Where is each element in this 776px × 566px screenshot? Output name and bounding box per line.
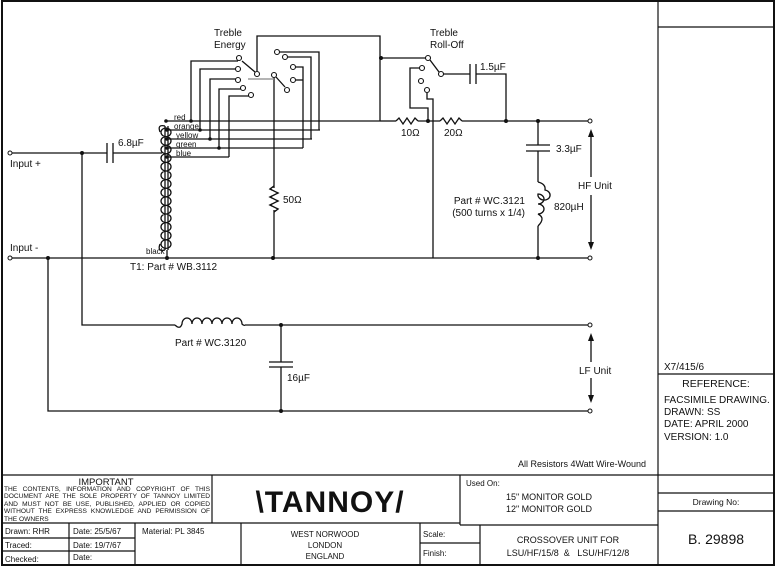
- lf-unit-arrow: [588, 333, 594, 403]
- capacitor-lf-label: 16µF: [287, 373, 310, 384]
- inductor-hf-label: 820µH: [554, 202, 584, 213]
- traced-by: Traced:: [5, 541, 32, 550]
- address-line-2: LONDON: [308, 541, 342, 550]
- important-notice: THE CONTENTS, INFORMATION AND COPYRIGHT …: [4, 486, 210, 523]
- capacitor-hf-label: 3.3µF: [556, 144, 582, 155]
- used-on-2: 12" MONITOR GOLD: [506, 504, 593, 514]
- hf-top-rail: [379, 56, 593, 126]
- description-1: CROSSOVER UNIT FOR: [517, 535, 620, 545]
- important-text: THE CONTENTS, INFORMATION AND COPYRIGHT …: [4, 486, 210, 523]
- lf-unit-label: LF Unit: [579, 366, 611, 377]
- drawing-no-label: Drawing No:: [693, 497, 740, 507]
- material: Material: PL 3845: [142, 527, 205, 536]
- hf-unit-label: HF Unit: [578, 181, 612, 192]
- drawing-no: B. 29898: [688, 531, 744, 547]
- tap-black-label: black: [146, 247, 166, 256]
- input-plus-rail: [7, 150, 162, 156]
- scale-label: Scale:: [423, 530, 445, 539]
- treble-energy-label-1: Treble: [214, 28, 242, 39]
- used-on-1: 15" MONITOR GOLD: [506, 492, 593, 502]
- checked-date: Date:: [73, 553, 92, 562]
- resistor-50-label: 50Ω: [283, 195, 302, 206]
- tap-yellow-label: yellow: [176, 131, 198, 140]
- reference-heading: REFERENCE:: [682, 378, 750, 390]
- resistor-10: [395, 116, 419, 126]
- capacitor-input: [106, 143, 114, 163]
- input-minus-label: Input -: [10, 243, 38, 254]
- treble-energy-label-2: Energy: [214, 40, 246, 51]
- input-minus-rail: [7, 255, 593, 261]
- tap-red-label: red: [174, 113, 186, 122]
- title-block: [2, 474, 774, 565]
- transformer-taps: [164, 119, 380, 159]
- reference-line-3: DATE: APRIL 2000: [664, 419, 749, 430]
- hf-unit-arrow: [588, 129, 594, 250]
- tannoy-logo: \TANNOY/: [255, 486, 404, 519]
- resistor-20: [439, 116, 463, 126]
- transformer-t1: [158, 124, 172, 258]
- inductor-lf: [174, 317, 246, 328]
- reference-line-1: FACSIMILE DRAWING.: [664, 395, 770, 406]
- drawn-date: Date: 25/5/67: [73, 527, 122, 536]
- treble-roll-off-label-1: Treble: [430, 28, 458, 39]
- tap-green-label: green: [176, 140, 196, 149]
- traced-date: Date: 19/7/67: [73, 541, 122, 550]
- hf-plus-terminal[interactable]: [587, 118, 593, 124]
- reference-line-4: VERSION: 1.0: [664, 432, 729, 443]
- hf-minus-terminal[interactable]: [587, 255, 593, 261]
- resistor-10-label: 10Ω: [401, 128, 420, 139]
- input-plus-label: Input +: [10, 159, 41, 170]
- hf-shunt-branch: [526, 121, 551, 258]
- address-line-3: ENGLAND: [306, 552, 345, 561]
- capacitor-input-label: 6.8µF: [118, 138, 144, 149]
- treble-roll-off-label-2: Roll-Off: [430, 40, 464, 51]
- finish-label: Finish:: [423, 549, 447, 558]
- address-line-1: WEST NORWOOD: [291, 530, 360, 539]
- tap-blue-label: blue: [176, 149, 192, 158]
- inductor-hf-turns: (500 turns x 1/4): [452, 208, 525, 219]
- used-on-label: Used On:: [466, 479, 500, 488]
- inductor-hf: [537, 181, 551, 227]
- transformer-label: T1: Part # WB.3112: [130, 262, 218, 273]
- ref-code: X7/415/6: [664, 362, 704, 373]
- reference-line-2: DRAWN: SS: [664, 407, 721, 418]
- capacitor-rolloff-label: 1.5µF: [480, 62, 506, 73]
- lf-minus-terminal[interactable]: [587, 408, 593, 414]
- treble-energy-switch: [190, 35, 381, 258]
- checked-by: Checked:: [5, 555, 39, 564]
- tap-orange-label: orange: [174, 122, 199, 131]
- resistor-20-label: 20Ω: [444, 128, 463, 139]
- input-minus-terminal[interactable]: [7, 255, 13, 261]
- lf-plus-terminal[interactable]: [587, 322, 593, 328]
- inductor-lf-label: Part # WC.3120: [175, 338, 247, 349]
- inductor-hf-part: Part # WC.3121: [454, 196, 526, 207]
- description-2: LSU/HF/15/8 & LSU/HF/12/8: [507, 548, 630, 558]
- input-plus-terminal[interactable]: [7, 150, 13, 156]
- treble-roll-off-switch: [381, 54, 507, 258]
- important-heading: IMPORTANT: [78, 477, 133, 488]
- lf-section: [47, 153, 593, 414]
- resistor-note: All Resistors 4Watt Wire-Wound: [518, 459, 646, 469]
- drawn-by: Drawn: RHR: [5, 527, 50, 536]
